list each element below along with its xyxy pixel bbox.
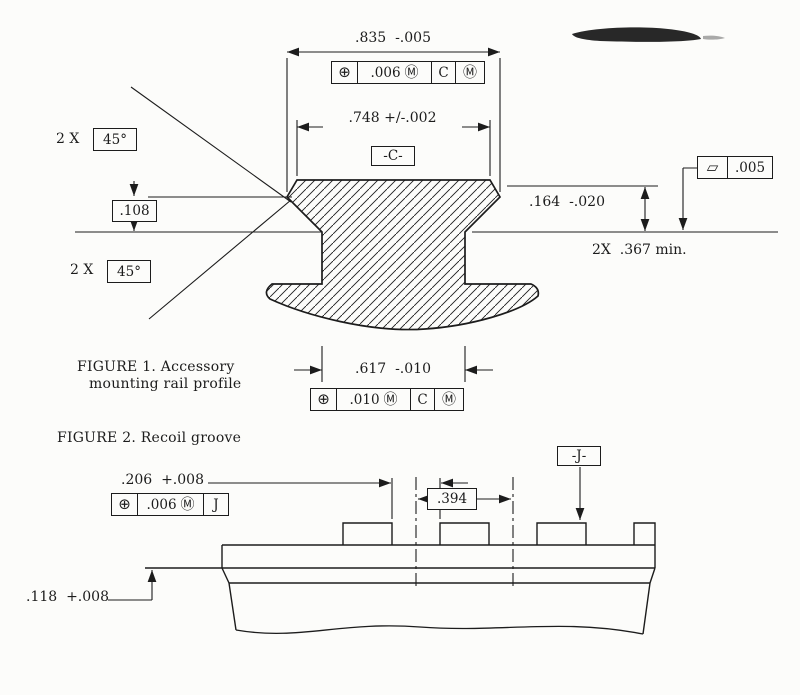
mmc-symbol-icon: Ⓜ [180, 496, 195, 513]
datum-j-label: -J- [557, 446, 601, 466]
count-text-bottom: 2 X [70, 262, 94, 278]
dim-box-394: .394 [427, 488, 477, 510]
figure2-linework [108, 467, 656, 635]
figure1-caption-line1: FIGURE 1. Accessory [77, 359, 235, 375]
dim-text-835: .835 -.005 [355, 30, 431, 46]
mmc-symbol-icon: Ⓜ [383, 391, 398, 408]
feature-control-frame-bottom: ⊕ .010 Ⓜ C Ⓜ [310, 388, 464, 411]
mmc-symbol-icon: Ⓜ [442, 391, 456, 408]
datum-ref-cell: C [411, 389, 435, 410]
figure1-reference-lines [75, 86, 778, 320]
dim-text-118: .118 +.008 [26, 589, 109, 605]
feature-control-frame-top: ⊕ .006 Ⓜ C Ⓜ [331, 61, 485, 84]
mmc-symbol-icon: Ⓜ [463, 64, 477, 81]
feature-control-frame-groove: ⊕ .006 Ⓜ J [111, 493, 229, 516]
flatness-control-frame: ▱ .005 [697, 156, 773, 179]
dim-text-164: .164 -.020 [529, 194, 605, 210]
figure1-extension-lines [286, 58, 501, 382]
break-line [235, 625, 644, 635]
position-symbol-icon: ⊕ [332, 62, 358, 83]
dim-box-108: .108 [112, 200, 157, 222]
figure2-caption: FIGURE 2. Recoil groove [57, 430, 242, 446]
angle-box-top: 45° [93, 128, 137, 151]
tolerance-cell: .010 Ⓜ [337, 389, 411, 410]
rail-profile-section [265, 179, 540, 331]
datum-c-label: -C- [371, 146, 415, 166]
rail-side-body [145, 544, 656, 635]
rail-teeth [342, 522, 656, 545]
dim-text-206: .206 +.008 [121, 472, 204, 488]
figure1-linework [75, 47, 778, 382]
position-symbol-icon: ⊕ [311, 389, 337, 410]
tolerance-cell: .006 Ⓜ [358, 62, 432, 83]
figure1-caption-line2: mounting rail profile [89, 376, 242, 392]
scan-smudge [572, 27, 725, 42]
datum-ref-cell: J [213, 496, 219, 513]
position-symbol-icon: ⊕ [112, 494, 138, 515]
datum-mmc-cell: Ⓜ [435, 389, 463, 410]
dim-text-617: .617 -.010 [355, 361, 431, 377]
datum-ref-cell: C [432, 62, 456, 83]
count-text-top: 2 X [56, 131, 80, 147]
dim-text-367: 2X .367 min. [592, 242, 687, 258]
tolerance-cell: .006 Ⓜ [138, 494, 204, 515]
flatness-value-cell: .005 [734, 159, 766, 176]
dim-text-748: .748 +/-.002 [348, 110, 437, 126]
angle-box-bottom: 45° [107, 260, 151, 283]
mmc-symbol-icon: Ⓜ [404, 64, 419, 81]
flatness-symbol-icon: ▱ [698, 157, 728, 178]
datum-mmc-cell: Ⓜ [456, 62, 484, 83]
